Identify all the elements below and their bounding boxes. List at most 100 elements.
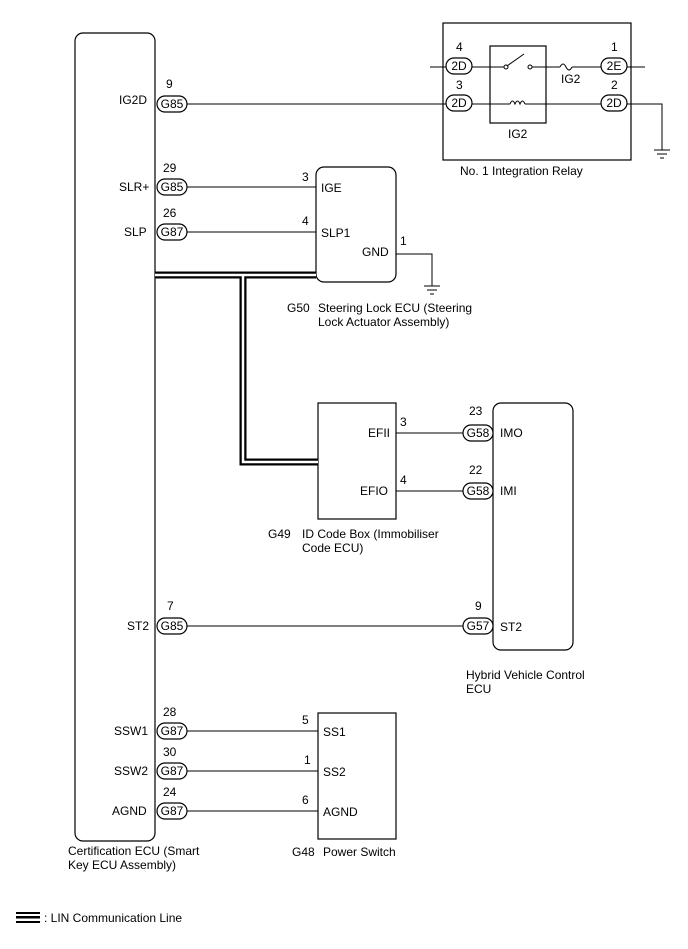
connector — [156, 178, 188, 196]
fuse-ig2-symbol — [559, 63, 573, 71]
certification-ecu-body — [74, 32, 156, 842]
pin-label: SSW2 — [114, 764, 148, 778]
id-code-box-caption-1: ID Code Box (Immobiliser — [302, 527, 439, 541]
hybrid-vehicle-ecu: IMO IMI ST2 Hybrid Vehicle Control ECU — [466, 402, 585, 696]
pin-label-imo: IMO — [500, 426, 523, 440]
pin-label-ige: IGE — [321, 181, 342, 195]
connector — [462, 482, 494, 500]
connector-label: G87 — [161, 764, 184, 778]
connector-label: 2E — [607, 59, 622, 73]
lin-communication-line — [155, 271, 318, 466]
steering-lock-ecu: IGE 3 SLP1 4 GND 1 G50 Steering Lock ECU… — [287, 166, 472, 329]
connector-label: G58 — [467, 484, 490, 498]
relay-coil — [509, 100, 526, 106]
pin-number: 24 — [163, 785, 177, 799]
pin-number: 30 — [163, 745, 177, 759]
connector-label: G85 — [161, 97, 184, 111]
steering-lock-ground-wire — [396, 253, 433, 286]
power-switch-caption: Power Switch — [323, 845, 396, 859]
connector — [156, 802, 188, 820]
ground-icon — [424, 285, 440, 295]
legend-text: : LIN Communication Line — [44, 911, 182, 925]
certification-ecu-caption-1: Certification ECU (Smart — [68, 844, 200, 858]
id-code-box-code: G49 — [268, 527, 291, 541]
pin-label-agnd: AGND — [323, 805, 358, 819]
pin-number: 22 — [469, 463, 483, 477]
pin-label-ss2: SS2 — [323, 765, 346, 779]
pin-number-ige: 3 — [302, 170, 309, 184]
connector-2e-pin1 — [600, 57, 628, 75]
relay-pin-1: 2E 1 — [600, 40, 628, 75]
hybrid-ecu-body — [492, 402, 574, 651]
pin-label: SSW1 — [114, 724, 148, 738]
pin-label-st2: ST2 — [500, 620, 522, 634]
pin-number: 9 — [475, 599, 482, 613]
connector — [156, 95, 188, 113]
connector-2d-pin3 — [445, 94, 473, 112]
connector-label: G87 — [161, 724, 184, 738]
steering-lock-body — [315, 166, 397, 283]
pin-number: 2 — [611, 78, 618, 92]
connector-label: G58 — [467, 426, 490, 440]
relay-pin-3: 2D 3 — [445, 78, 473, 112]
connector — [156, 223, 188, 241]
relay-pin-4: 2D 4 — [445, 40, 473, 75]
relay-contact-right — [527, 64, 533, 70]
connector-2d-pin2 — [600, 94, 628, 112]
connector-label: G85 — [161, 180, 184, 194]
pin-label: ST2 — [127, 619, 149, 633]
connector — [156, 762, 188, 780]
pin-label-imi: IMI — [500, 484, 517, 498]
connector — [156, 722, 188, 740]
pin-number-ss2: 1 — [304, 753, 311, 767]
connector-label: G85 — [161, 619, 184, 633]
hybrid-pin-imi: 22 G58 — [462, 463, 494, 500]
pin-number-gnd: 1 — [400, 234, 407, 248]
connector-label: 2D — [451, 59, 467, 73]
pin-number: 3 — [456, 78, 463, 92]
pin-number: 26 — [163, 206, 177, 220]
pin-number: 28 — [163, 705, 177, 719]
steering-lock-code: G50 — [287, 301, 310, 315]
connector — [156, 617, 188, 635]
certification-ecu-caption-2: Key ECU Assembly) — [68, 858, 176, 872]
cert-pin-ig2d: IG2D 9 G85 — [119, 77, 188, 113]
fuse-label: IG2 — [561, 72, 581, 86]
power-switch-body — [317, 712, 397, 840]
steering-lock-caption-1: Steering Lock ECU (Steering — [318, 301, 472, 315]
pin-number: 1 — [611, 40, 618, 54]
connector-label: 2D — [451, 96, 467, 110]
connector-label: G87 — [161, 804, 184, 818]
relay-ground-wire — [627, 103, 663, 150]
cert-pin-ssw2: SSW2 30 G87 — [114, 745, 188, 780]
relay-inner-box — [489, 45, 547, 124]
connector-label: G87 — [161, 225, 184, 239]
relay-switch-blade — [506, 53, 525, 67]
pin-number: 7 — [167, 599, 174, 613]
id-code-box-caption-2: Code ECU) — [302, 541, 363, 555]
pin-label-slp1: SLP1 — [321, 226, 351, 240]
pin-number: 4 — [456, 40, 463, 54]
pin-label-efii: EFII — [368, 426, 390, 440]
cert-pin-ssw1: SSW1 28 G87 — [114, 705, 188, 740]
legend: : LIN Communication Line — [16, 911, 182, 925]
lin-line-legend-icon — [16, 912, 40, 923]
pin-label: SLP — [124, 225, 147, 239]
connector — [462, 424, 494, 442]
hybrid-ecu-caption-1: Hybrid Vehicle Control — [466, 668, 585, 682]
connector-2d-pin4 — [445, 57, 473, 75]
power-switch: SS1 5 SS2 1 AGND 6 G48 Power Switch — [292, 712, 397, 859]
integration-relay: IG2 IG2 2D 4 2D 3 2E 1 2D — [430, 22, 670, 178]
cert-pin-agnd: AGND 24 G87 — [112, 785, 188, 820]
hybrid-pin-imo: 23 G58 — [462, 404, 494, 442]
cert-pin-st2: ST2 7 G85 — [127, 599, 188, 635]
connector-label: 2D — [606, 96, 622, 110]
pin-label: AGND — [112, 804, 147, 818]
pin-label: SLR+ — [119, 180, 149, 194]
pin-label-efio: EFIO — [360, 484, 388, 498]
pin-number-agnd: 6 — [302, 793, 309, 807]
pin-number-efii: 3 — [400, 415, 407, 429]
pin-number: 29 — [163, 161, 177, 175]
pin-number: 23 — [469, 404, 483, 418]
